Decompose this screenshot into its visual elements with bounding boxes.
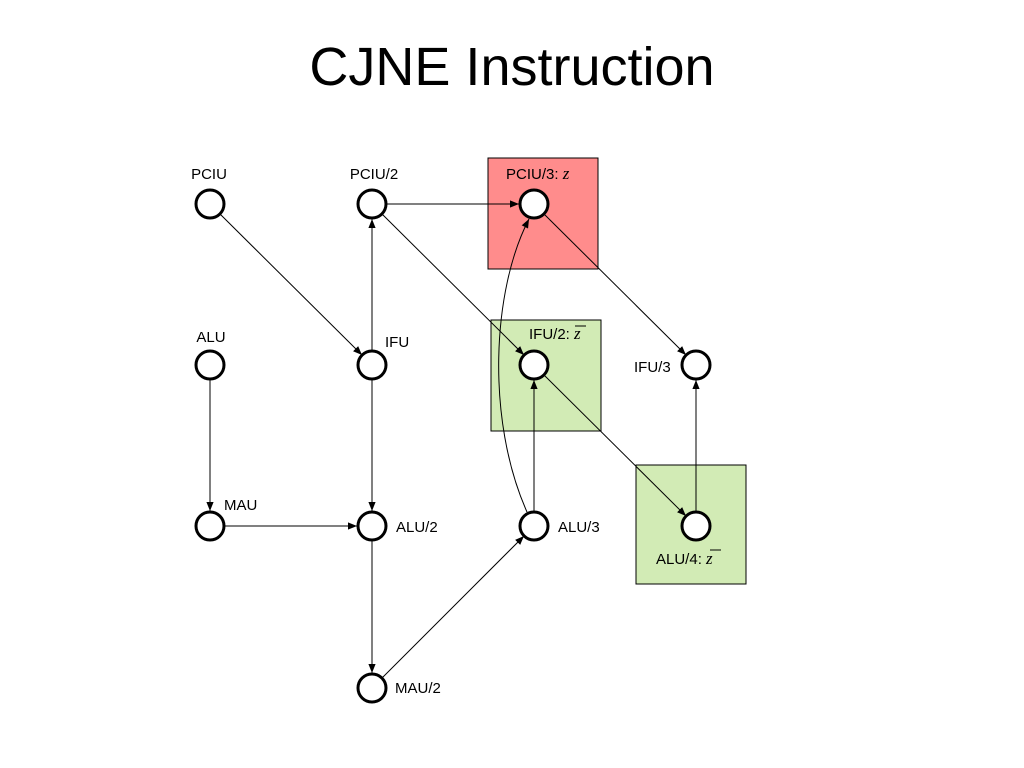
label-ifu2: IFU/2: z — [529, 324, 581, 343]
node-ifu3 — [680, 349, 712, 381]
node-pciu3 — [518, 188, 550, 220]
node-alu3 — [518, 510, 550, 542]
label-ifu2-math: z — [573, 324, 581, 343]
label-pciu3: PCIU/3: z — [506, 164, 570, 183]
node-ifu2 — [518, 349, 550, 381]
edge-pciu-ifu — [219, 213, 363, 356]
label-pciu: PCIU — [191, 166, 227, 183]
label-ifu: IFU — [385, 334, 409, 351]
label-alu: ALU — [196, 329, 225, 346]
edge-mau2-alu3 — [381, 535, 525, 679]
label-pciu2: PCIU/2 — [350, 166, 398, 183]
node-alu4 — [680, 510, 712, 542]
label-mau: MAU — [224, 497, 257, 514]
node-ifu — [356, 349, 388, 381]
edge-ifu2-alu4 — [543, 374, 687, 517]
node-alu2 — [356, 510, 388, 542]
node-alu — [194, 349, 226, 381]
edge-alu3-pciu3 — [498, 218, 530, 513]
label-alu2: ALU/2 — [396, 519, 438, 536]
label-mau2: MAU/2 — [395, 680, 441, 697]
label-ifu2-text: IFU/2: — [529, 326, 574, 343]
label-pciu3-text: PCIU/3: — [506, 166, 563, 183]
label-pciu3-math: z — [562, 164, 570, 183]
label-ifu3: IFU/3 — [634, 359, 671, 376]
label-alu3: ALU/3 — [558, 519, 600, 536]
label-alu4: ALU/4: z — [656, 549, 713, 568]
node-mau — [194, 510, 226, 542]
node-pciu2 — [356, 188, 388, 220]
label-alu4-text: ALU/4: — [656, 551, 706, 568]
slide-title: CJNE Instruction — [309, 37, 715, 97]
edge-pciu3-ifu3 — [543, 213, 687, 356]
node-mau2 — [356, 672, 388, 704]
highlight-box-ifu2 — [490, 319, 602, 432]
node-pciu — [194, 188, 226, 220]
label-alu4-math: z — [705, 549, 713, 568]
